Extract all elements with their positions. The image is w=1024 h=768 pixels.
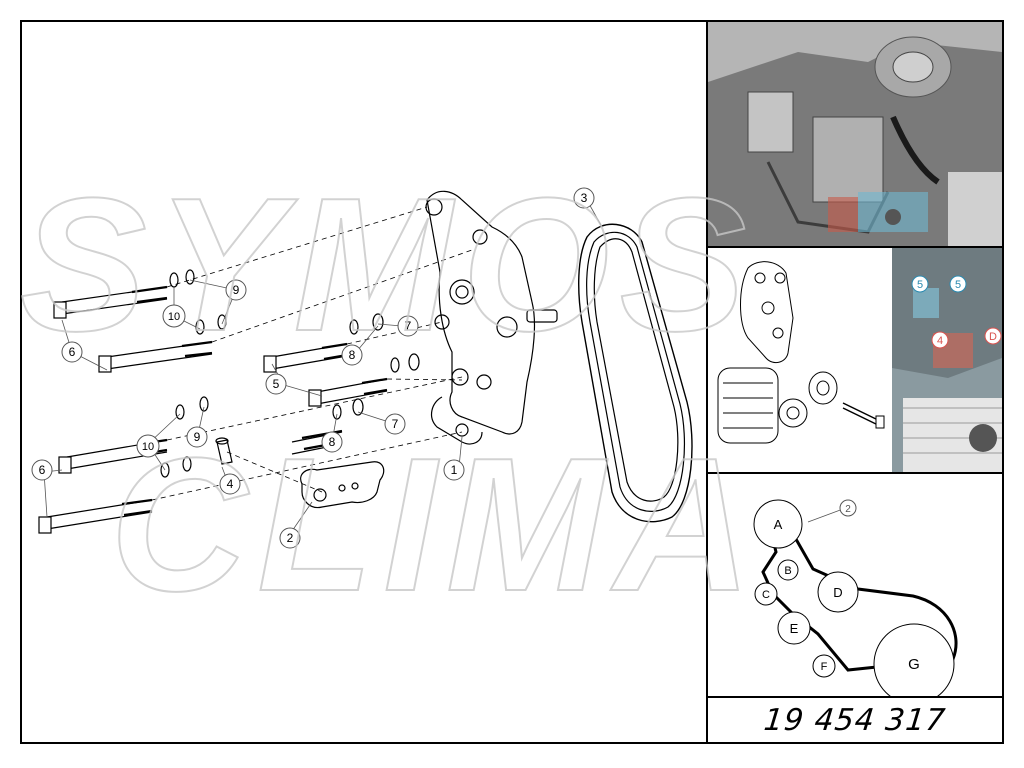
label-4: 4: [931, 331, 949, 349]
svg-text:5: 5: [917, 279, 923, 291]
svg-text:6: 6: [69, 345, 76, 359]
callouts: 1 2 3 4 5 6 6 7 7 8 8 9 9 10 10: [31, 187, 595, 549]
svg-text:9: 9: [233, 283, 240, 297]
pulley-C: [754, 582, 778, 606]
svg-text:A: A: [774, 517, 783, 532]
belt-routing-panel: A B C D E F G 2: [708, 474, 1002, 698]
callout-9b: 9: [186, 426, 208, 448]
svg-text:5: 5: [273, 377, 280, 391]
callout-3: 3: [573, 187, 595, 209]
svg-text:C: C: [762, 589, 770, 601]
belt-part: [578, 223, 693, 523]
bolt-set-lower: [38, 438, 168, 534]
engine-photo-panel: [708, 22, 1002, 248]
label-5-left: 5: [911, 275, 929, 293]
svg-text:4: 4: [227, 477, 234, 491]
bracket-photo: 5 5 4 D: [708, 248, 1002, 472]
washers: [160, 269, 420, 478]
callout-10a: 10: [162, 304, 186, 328]
svg-text:10: 10: [142, 441, 154, 453]
svg-text:1: 1: [451, 463, 458, 477]
pulley-G: [873, 623, 955, 696]
callout-7a: 7: [397, 315, 419, 337]
svg-text:8: 8: [349, 348, 356, 362]
svg-text:10: 10: [168, 311, 180, 323]
right-column: 5 5 4 D: [708, 22, 1002, 742]
belt-callout: [839, 499, 857, 517]
label-D: D: [984, 327, 1002, 345]
callout-6b: 6: [31, 459, 53, 481]
callout-8a: 8: [341, 344, 363, 366]
callout-7b: 7: [384, 413, 406, 435]
svg-text:4: 4: [937, 335, 943, 347]
bracket-photo-panel: 5 5 4 D: [708, 248, 1002, 474]
svg-text:D: D: [989, 331, 997, 343]
belt-routing-diagram: A B C D E F G 2: [753, 499, 958, 696]
svg-text:6: 6: [39, 463, 46, 477]
callout-2: 2: [279, 527, 301, 549]
assembly-lines: [151, 206, 473, 501]
pulley-D: [817, 571, 859, 613]
exploded-view-drawing: 1 2 3 4 5 6 6 7 7 8 8 9 9 10 10: [31, 187, 693, 549]
svg-text:7: 7: [392, 417, 399, 431]
svg-text:8: 8: [329, 435, 336, 449]
callout-6a: 6: [61, 341, 83, 363]
photo-labels: 5 5 4 D: [911, 275, 1002, 349]
pulley-F: [812, 654, 836, 678]
pulley-B: [777, 559, 799, 581]
svg-text:E: E: [790, 621, 799, 636]
svg-text:B: B: [784, 565, 791, 577]
pulley-A: [753, 499, 803, 549]
exploded-view-panel: 1 2 3 4 5 6 6 7 7 8 8 9 9 10 10: [22, 22, 708, 742]
callout-10b: 10: [136, 434, 160, 458]
spacer-part: [215, 437, 233, 465]
part-number: 19 454 317: [762, 702, 948, 738]
pulley-E: [777, 611, 811, 645]
callout-9a: 9: [225, 279, 247, 301]
svg-text:G: G: [908, 656, 920, 673]
bolt-set-upper: [53, 285, 213, 373]
callout-4: 4: [219, 473, 241, 495]
tensioner-plate-part: [300, 461, 385, 509]
bracket-part: [425, 190, 558, 445]
svg-text:5: 5: [955, 279, 961, 291]
part-number-panel: 19 454 317: [708, 698, 1002, 742]
callout-8b: 8: [321, 431, 343, 453]
svg-text:7: 7: [405, 319, 412, 333]
drawing-frame: 1 2 3 4 5 6 6 7 7 8 8 9 9 10 10: [20, 20, 1004, 744]
engine-photo: [708, 22, 1002, 246]
callout-1: 1: [443, 459, 465, 481]
svg-text:F: F: [821, 661, 828, 673]
callout-5: 5: [265, 373, 287, 395]
pulley-labels: A B C D E F G 2: [762, 504, 920, 673]
svg-text:D: D: [833, 585, 842, 600]
svg-text:3: 3: [581, 191, 588, 205]
svg-text:2: 2: [287, 531, 294, 545]
label-5-right: 5: [949, 275, 967, 293]
svg-text:9: 9: [194, 430, 201, 444]
svg-text:2: 2: [845, 504, 851, 515]
